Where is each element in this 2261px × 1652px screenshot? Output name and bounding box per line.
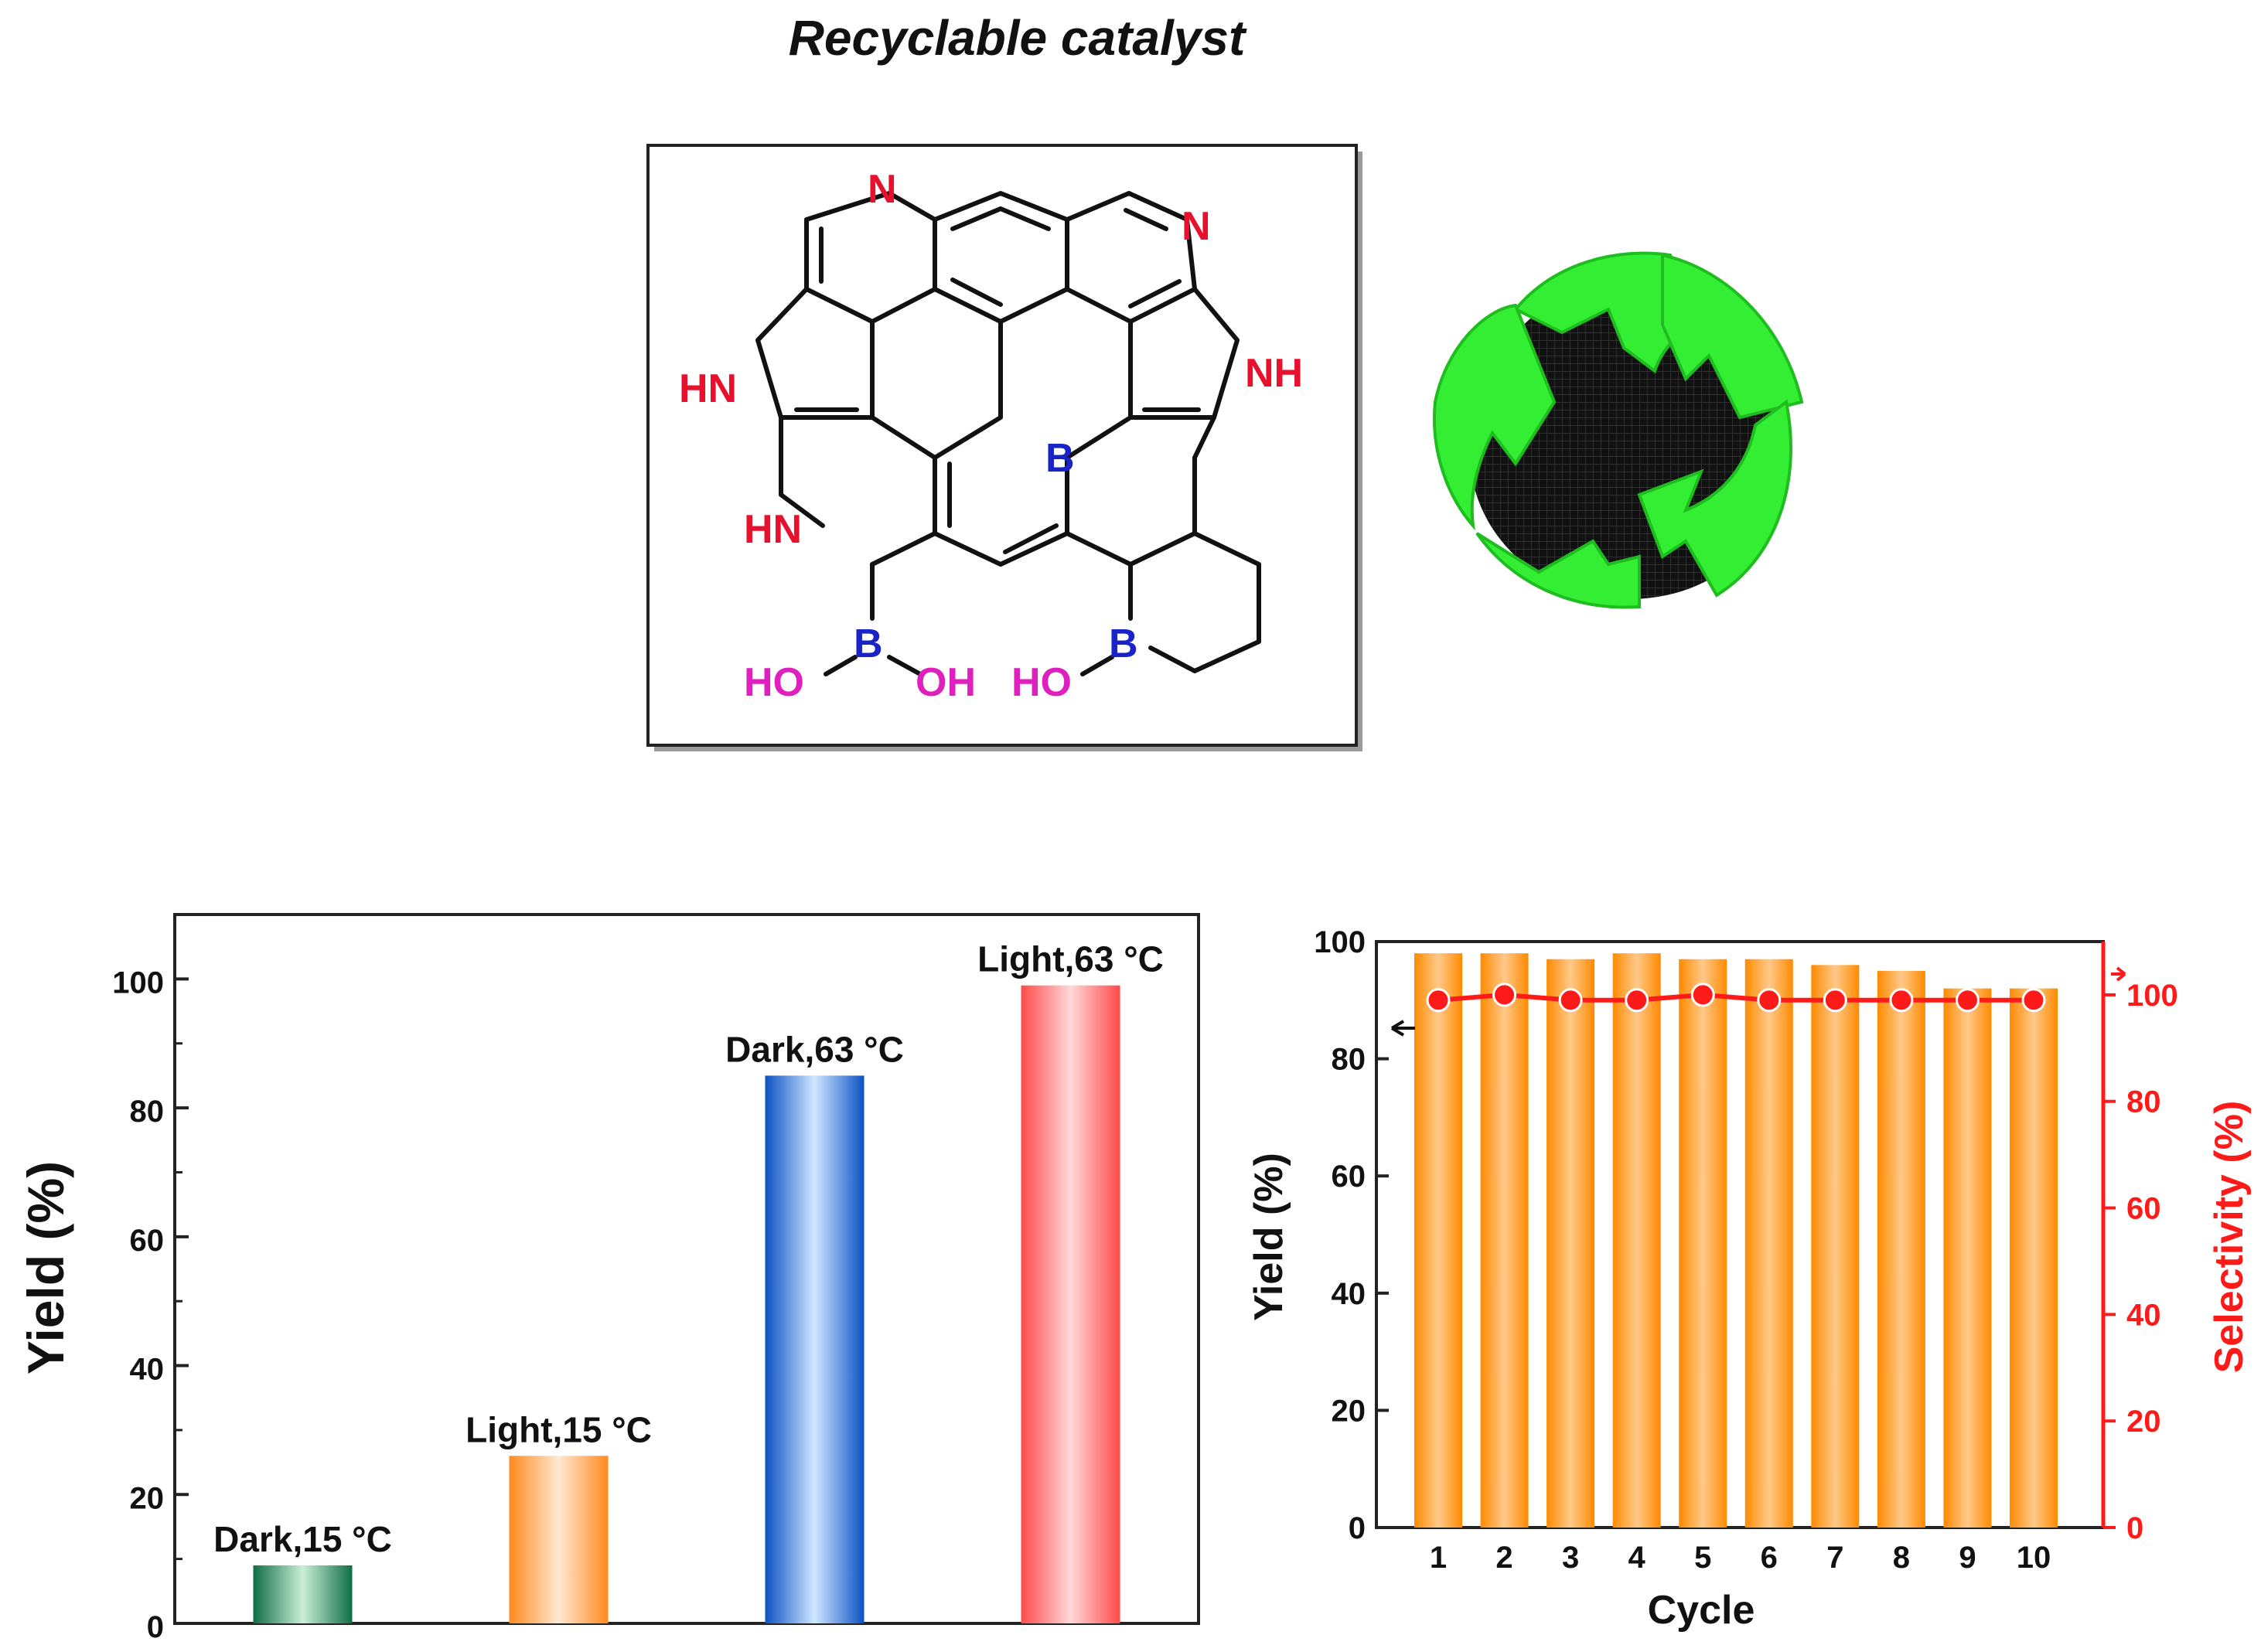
chart2-right-axis: 0 20 40 60 80 100 <box>2103 979 2178 1545</box>
atom-oh-1: OH <box>916 660 976 705</box>
chart2-xtick-label: 6 <box>1761 1541 1778 1575</box>
chart2-yield-bar <box>1547 959 1595 1528</box>
chart2-selectivity-point <box>1625 988 1649 1013</box>
atom-hn-left: HN <box>679 366 737 411</box>
chart1-bar-label: Light,63 °C <box>977 939 1164 979</box>
chart1-ytick-label: 0 <box>147 1610 164 1644</box>
chart2-yield-bar <box>1744 959 1793 1528</box>
chart1-ytick-label: 100 <box>112 966 164 1000</box>
chart2-xtick-label: 3 <box>1562 1541 1579 1575</box>
chart2-selectivity-point <box>1426 988 1451 1013</box>
atom-n-top: N <box>868 167 897 212</box>
chart2-selectivity-point <box>1690 983 1715 1007</box>
chart2-xtick-label: 5 <box>1694 1541 1711 1575</box>
chart2-left-axis: 0 20 40 60 80 100 <box>1314 925 1389 1545</box>
right-axis-arrow-icon <box>2111 966 2126 982</box>
chart2-selectivity-point <box>1757 988 1782 1013</box>
chart1-ytick-label: 40 <box>130 1353 165 1387</box>
chart1-bar <box>765 1075 864 1623</box>
chart2-yield-bar <box>1943 988 1992 1528</box>
chart1-bar <box>253 1565 353 1623</box>
chart2-xtick-label: 8 <box>1893 1541 1910 1575</box>
molecule-structure: N N HN NH HN B B B HO OH HO <box>646 144 1362 751</box>
molecule-frame <box>646 144 1358 747</box>
chart2-yield-bar <box>1811 965 1860 1528</box>
atom-ho-1: HO <box>744 660 804 705</box>
atom-nh-right: NH <box>1245 351 1303 396</box>
chart2-yield-bar <box>2010 988 2058 1528</box>
chart2-y2tick-label: 80 <box>2126 1085 2161 1119</box>
chart2-ytick-label: 100 <box>1314 925 1366 959</box>
chart2-selectivity-point <box>1955 988 1980 1013</box>
atom-hn-lower: HN <box>744 507 802 552</box>
chart1-y-axis: 0 20 40 60 80 100 <box>112 966 189 1644</box>
chart2-y2tick-label: 0 <box>2126 1511 2143 1545</box>
chart2-ytick-label: 20 <box>1332 1394 1366 1428</box>
chart2-selectivity-point <box>2021 988 2046 1013</box>
chart2-xtick-label: 1 <box>1430 1541 1447 1575</box>
chart1-bar-label: Light,15 °C <box>466 1409 652 1449</box>
chart1-ylabel: Yield (%) <box>17 1161 74 1374</box>
atom-b-right: B <box>1109 622 1138 666</box>
chart2-yield-bar <box>1414 953 1462 1528</box>
chart2-yield-bar <box>1612 953 1661 1528</box>
chart2-y2tick-label: 20 <box>2126 1405 2161 1439</box>
left-axis-arrow-icon <box>1390 1020 1415 1037</box>
chart2-xtick-label: 10 <box>2017 1541 2051 1575</box>
chart2-ytick-label: 40 <box>1332 1277 1366 1311</box>
chart2-yield-bars <box>1414 953 2058 1528</box>
atom-b-center: B <box>1045 436 1075 481</box>
chart2-y2tick-label: 100 <box>2126 979 2178 1013</box>
chart1-bar <box>1021 985 1120 1623</box>
chart2-y2tick-label: 40 <box>2126 1298 2161 1332</box>
cycle-stability-chart: 0 20 40 60 80 100 0 20 40 60 80 100 1 2 3 4 5 6 7 8 9 10 Yi… <box>1246 925 2252 1633</box>
chart1-ytick-label: 20 <box>130 1481 165 1515</box>
chart1-ytick-label: 60 <box>130 1224 165 1258</box>
chart2-selectivity-point <box>1558 988 1583 1013</box>
atom-ho-2: HO <box>1011 660 1072 705</box>
chart2-ytick-label: 0 <box>1349 1511 1366 1545</box>
chart2-ytick-label: 60 <box>1332 1160 1366 1194</box>
molecule-atom-labels: N N HN NH HN B B B HO OH HO <box>679 167 1303 705</box>
chart2-yield-bar <box>1679 959 1727 1528</box>
chart2-selectivity-polyline <box>1437 992 2034 1003</box>
chart2-selectivity-point <box>1823 988 1847 1013</box>
yield-bar-chart: 0 20 40 60 80 100 Dark,15 °C Light,15 °C Dark,6… <box>17 913 1200 1644</box>
chart1-bar-label: Dark,15 °C <box>213 1519 392 1559</box>
chart1-bar <box>509 1456 609 1623</box>
chart2-ylabel: Yield (%) <box>1246 1153 1291 1321</box>
figure-title: Recyclable catalyst <box>788 10 1246 66</box>
chart2-xtick-label: 2 <box>1495 1541 1512 1575</box>
chart2-yield-bar <box>1480 953 1529 1528</box>
chart1-ytick-label: 80 <box>130 1095 165 1129</box>
recycle-icon <box>1432 251 1804 609</box>
chart1-plot-frame <box>173 913 1200 1625</box>
chart2-selectivity-point <box>1889 988 1914 1013</box>
chart2-y2tick-label: 60 <box>2126 1192 2161 1226</box>
chart2-xtick-label: 4 <box>1628 1541 1646 1575</box>
chart1-bars: Dark,15 °C Light,15 °C Dark,63 °C Light,63 … <box>213 939 1164 1623</box>
chart2-selectivity-point <box>1492 983 1517 1007</box>
chart2-xtick-label: 9 <box>1959 1541 1976 1575</box>
chart2-xtick-label: 7 <box>1826 1541 1843 1575</box>
atom-b-left: B <box>854 622 883 666</box>
chart1-bar-label: Dark,63 °C <box>725 1029 904 1069</box>
chart2-xlabel: Cycle <box>1648 1588 1755 1633</box>
chart2-selectivity-line <box>1426 983 2046 1013</box>
chart2-ytick-label: 80 <box>1332 1043 1366 1077</box>
atom-n-right: N <box>1182 204 1211 249</box>
chart2-yield-bar <box>1877 970 1925 1528</box>
chart2-y2label: Selectivity (%) <box>2207 1101 2252 1374</box>
molecule-bonds <box>755 191 1261 676</box>
